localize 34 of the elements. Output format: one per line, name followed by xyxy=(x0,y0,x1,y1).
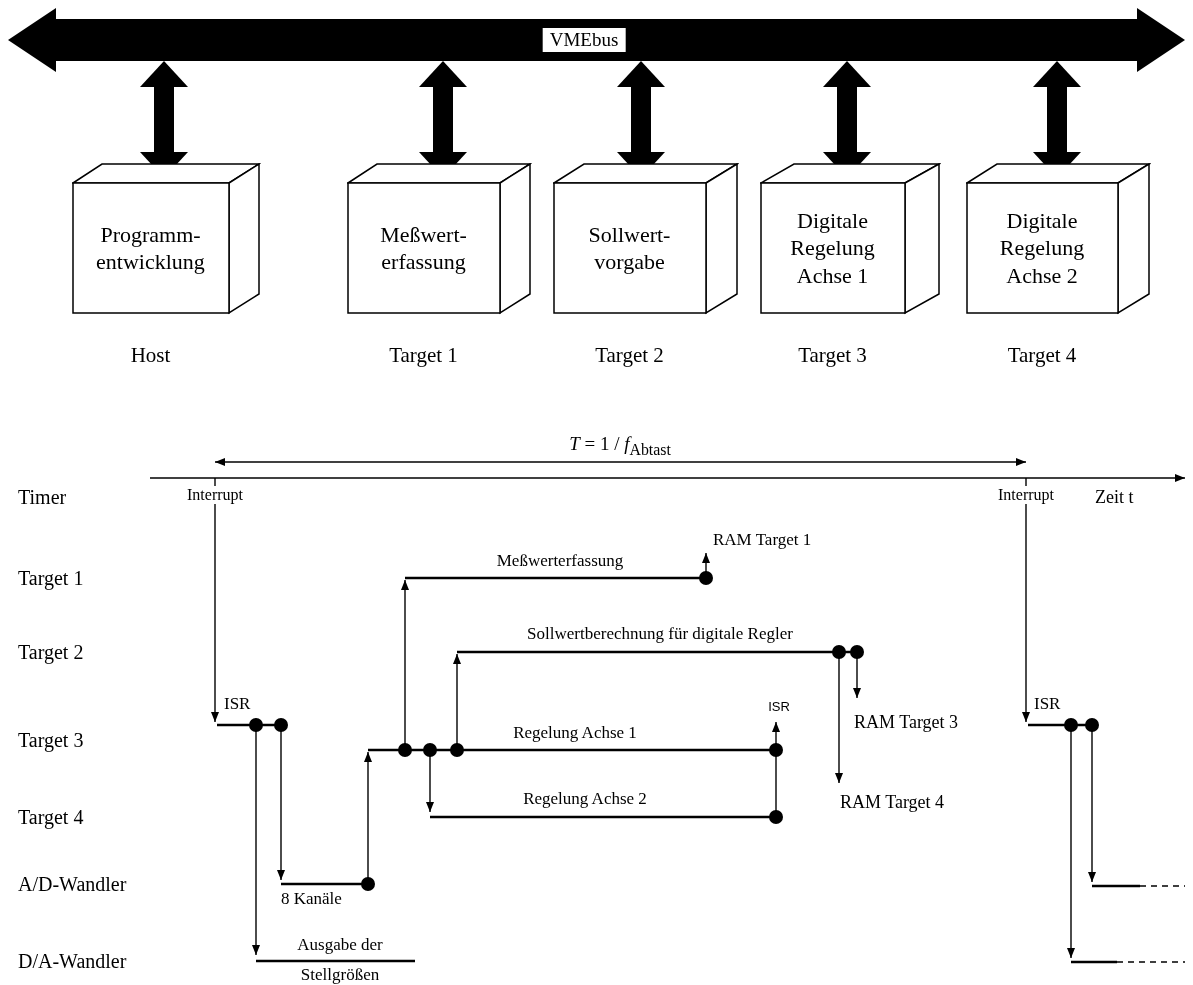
row-label: A/D-Wandler xyxy=(18,872,127,896)
target-label: Host xyxy=(130,342,171,368)
row-label: Timer xyxy=(18,485,67,509)
task-label: Ausgabe der Stellgrößen xyxy=(296,934,384,985)
task-label: Regelung Achse 1 xyxy=(513,723,637,743)
module-label: Meßwert- erfassung xyxy=(379,220,468,276)
target-label: Target 3 xyxy=(798,342,867,368)
row-label: Target 2 xyxy=(18,640,84,664)
event-label: ISR xyxy=(224,694,251,714)
event-label: ISR xyxy=(1034,694,1061,714)
module-label: Sollwert- vorgabe xyxy=(587,220,672,276)
event-label: RAM Target 4 xyxy=(840,791,945,813)
event-label: Interrupt xyxy=(996,486,1056,504)
task-label: Meßwerterfassung xyxy=(496,551,624,571)
target-label: Target 4 xyxy=(1007,342,1077,368)
event-label: ISR xyxy=(768,698,790,714)
event-label: RAM Target 3 xyxy=(854,711,959,733)
event-label: Interrupt xyxy=(185,486,245,504)
module-label: Programm- entwicklung xyxy=(95,220,206,276)
target-label: Target 2 xyxy=(595,342,664,368)
task-label: 8 Kanäle xyxy=(281,889,342,909)
bus-label: VMEbus xyxy=(542,28,626,52)
period-formula: T = 1 / f$_{Abtast}$ xyxy=(569,433,671,459)
task-label: Sollwertberechnung für digitale Regler xyxy=(527,624,793,644)
event-label: RAM Target 1 xyxy=(713,530,812,550)
module-label: Digitale Regelung Achse 2 xyxy=(998,206,1086,290)
row-label: D/A-Wandler xyxy=(18,949,127,973)
row-label: Target 3 xyxy=(18,728,84,752)
row-label: Target 1 xyxy=(18,566,84,590)
axis-label: Zeit t xyxy=(1095,486,1134,508)
target-label: Target 1 xyxy=(389,342,458,368)
module-label: Digitale Regelung Achse 1 xyxy=(789,206,876,290)
row-label: Target 4 xyxy=(18,805,84,829)
task-label: Regelung Achse 2 xyxy=(523,789,647,809)
